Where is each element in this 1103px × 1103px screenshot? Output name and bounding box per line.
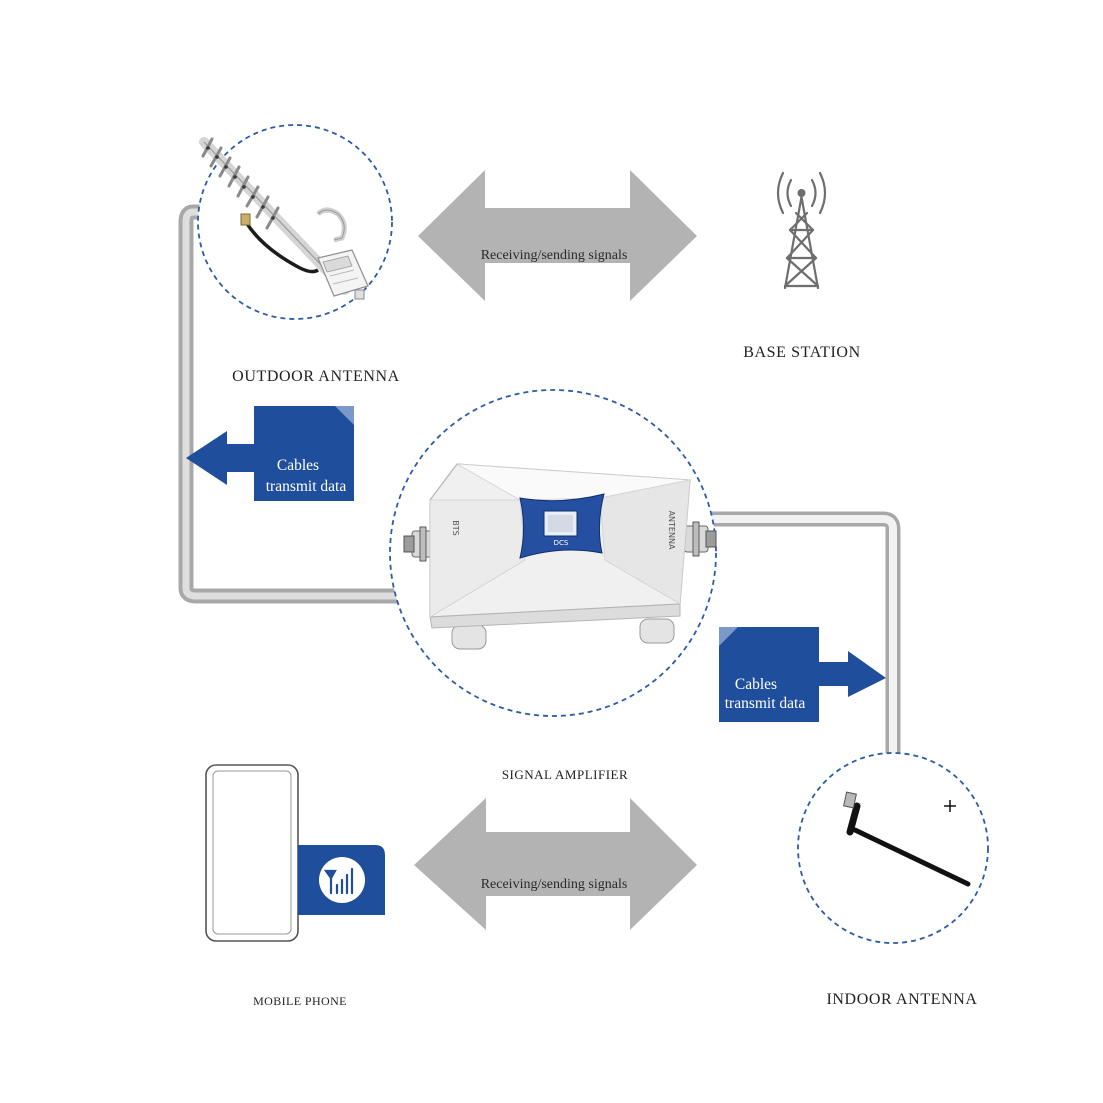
yagi-antenna-image <box>199 137 369 300</box>
cable-label-left: Cables transmit data <box>186 406 354 501</box>
mobile-phone-icon <box>205 764 299 942</box>
arrow-label-bottom: Receiving/sending signals <box>481 877 628 892</box>
outdoor-antenna-label: OUTDOOR ANTENNA <box>232 368 400 385</box>
antenna-signal-icon <box>323 867 354 895</box>
cable-label-right-line1: Cables <box>735 676 777 693</box>
signal-amplifier-image: DCS ВТS ANTENNA <box>403 463 717 650</box>
cable-outdoor-to-amplifier <box>178 204 400 604</box>
cable-label-right-line2: transmit data <box>725 695 806 712</box>
amplifier-port-right: ANTENNA <box>667 511 676 550</box>
base-station-label: BASE STATION <box>743 344 860 361</box>
amplifier-port-left: ВТS <box>451 520 460 535</box>
double-arrow-top: Receiving/sending signals <box>418 170 697 301</box>
amplifier-display-label: DCS <box>554 539 569 547</box>
cable-label-right: Cables transmit data <box>719 627 886 722</box>
base-station-tower-icon <box>776 171 827 290</box>
arrow-label-top: Receiving/sending signals <box>481 248 628 263</box>
cable-label-left-line1: Cables <box>277 457 319 474</box>
signal-amplifier-label: SIGNAL AMPLIFIER <box>502 767 628 782</box>
mobile-phone-label: MOBILE PHONE <box>253 994 347 1008</box>
signal-badge <box>298 845 385 915</box>
indoor-antenna-label: INDOOR ANTENNA <box>826 991 977 1008</box>
cable-label-left-line2: transmit data <box>266 478 347 495</box>
double-arrow-bottom: Receiving/sending signals <box>414 798 697 930</box>
cable-amplifier-to-indoor <box>712 511 901 753</box>
indoor-antenna-image <box>843 791 971 887</box>
